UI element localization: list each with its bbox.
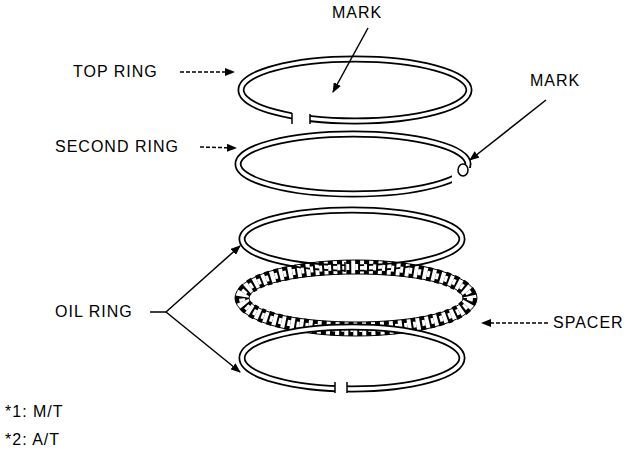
part-name: TOP RING	[73, 63, 158, 81]
mark-label: MARK	[332, 4, 382, 22]
oil-ring-rail	[242, 210, 462, 275]
top-ring	[241, 59, 469, 126]
part-name: SECOND RING	[55, 138, 179, 156]
oil-ring-rail	[242, 327, 462, 395]
note-text: *1: M/T	[5, 403, 64, 421]
mark-label: MARK	[530, 72, 580, 90]
second-ring	[238, 134, 474, 194]
note-text: *2: A/T	[5, 431, 60, 449]
leader-lines	[150, 28, 548, 372]
part-name: OIL RING	[55, 303, 133, 321]
part-name: SPACER	[553, 314, 624, 332]
